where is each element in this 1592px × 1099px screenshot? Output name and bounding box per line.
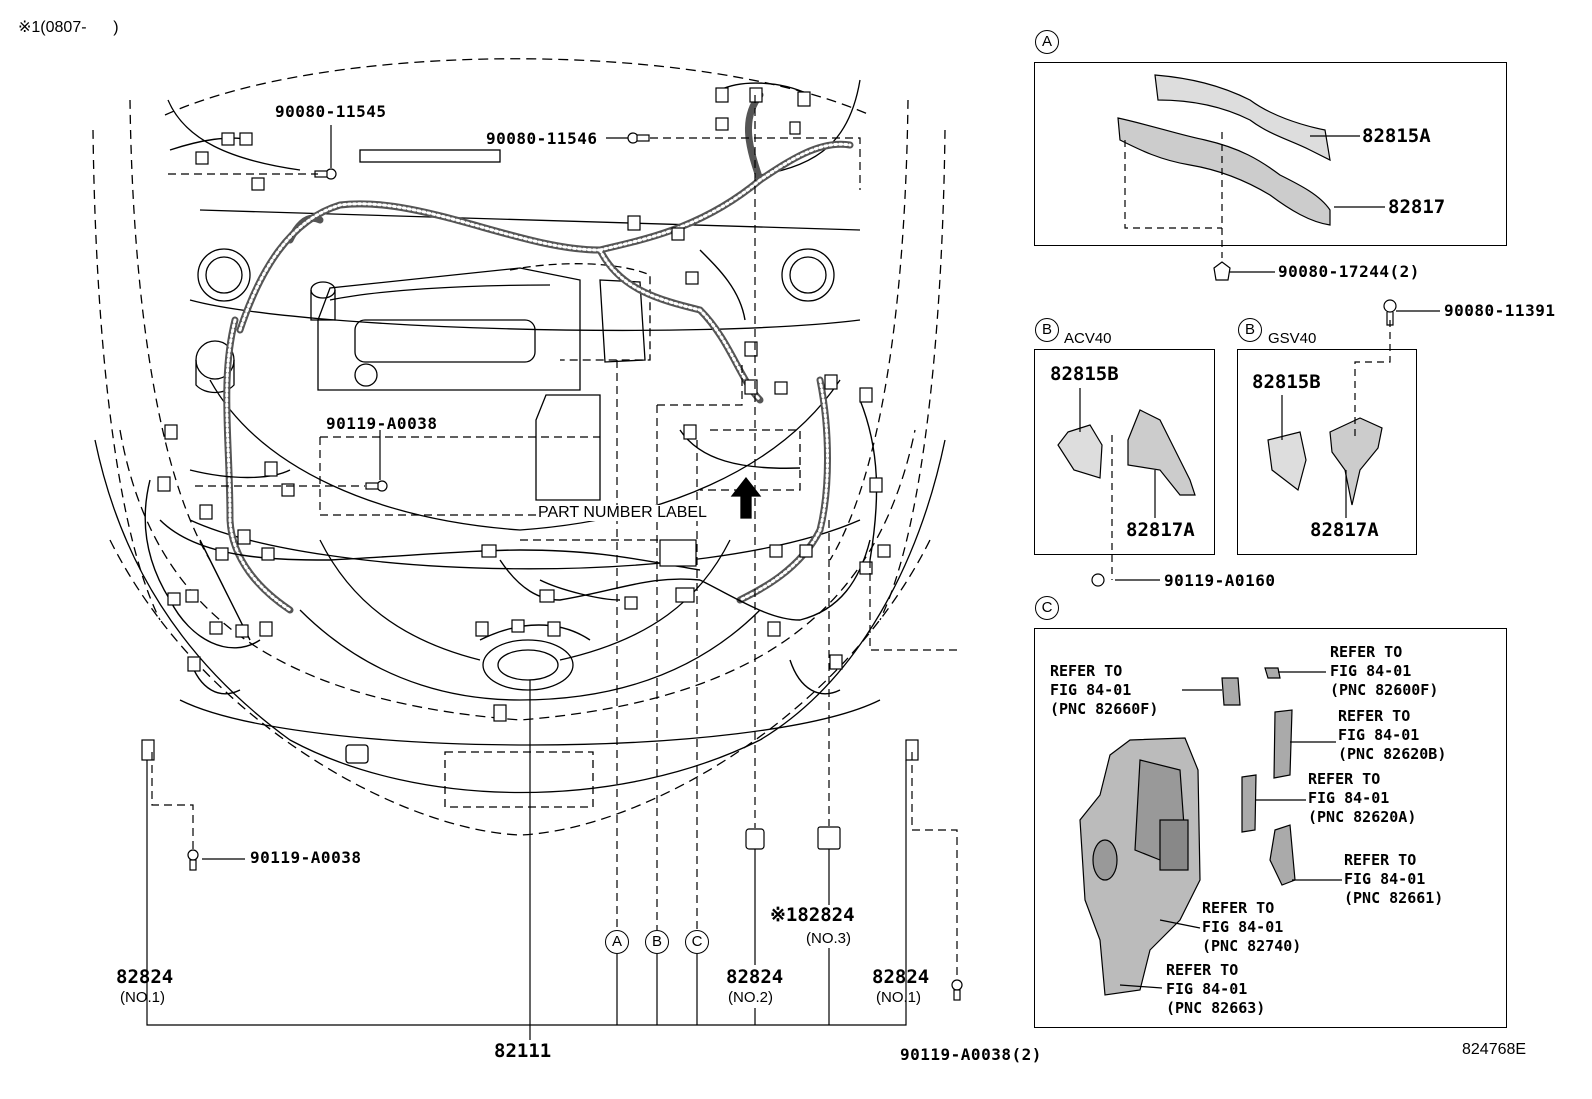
panel-b-acv40-tag: B: [1035, 318, 1059, 342]
part-sublabel-right-no1: (NO.1): [876, 989, 921, 1006]
panel-c-tag: C: [1035, 596, 1059, 620]
panel-b-gsv40-frame: [1237, 349, 1417, 555]
refer-to-82661: REFER TO FIG 84-01 (PNC 82661): [1344, 851, 1444, 907]
part-label-82111: 82111: [494, 1040, 552, 1062]
part-label-82824-mid: 82824: [726, 966, 784, 988]
part-label-90119-a0038-left: 90119-A0038: [250, 848, 362, 867]
panel-c-relay-block-drawing: [1079, 667, 1342, 996]
panel-b-gsv40-drawing: [1267, 299, 1440, 518]
part-label-82824-left: 82824: [116, 966, 174, 988]
refer-to-82663: REFER TO FIG 84-01 (PNC 82663): [1166, 961, 1266, 1017]
part-label-90080-11391: 90080-11391: [1444, 301, 1556, 320]
panel-c-frame: [1034, 628, 1507, 1028]
part-label-90119-a0038-2: 90119-A0038(2): [900, 1045, 1042, 1064]
refer-to-82600f: REFER TO FIG 84-01 (PNC 82600F): [1330, 643, 1439, 699]
panel-b-acv40-drawing: [1057, 388, 1196, 587]
part-label-82817: 82817: [1388, 196, 1446, 218]
part-label-90080-11545: 90080-11545: [275, 102, 387, 121]
part-label-90119-a0160: 90119-A0160: [1164, 571, 1276, 590]
refer-to-82620a: REFER TO FIG 84-01 (PNC 82620A): [1308, 770, 1417, 826]
leader-lines-dashed: [151, 95, 958, 980]
part-label-90080-11546: 90080-11546: [486, 129, 598, 148]
refer-to-82740: REFER TO FIG 84-01 (PNC 82740): [1202, 899, 1302, 955]
part-label-82824-right: 82824: [872, 966, 930, 988]
part-label-90119-a0038-mid: 90119-A0038: [326, 414, 438, 433]
part-label-90080-17244: 90080-17244(2): [1278, 262, 1420, 281]
part-sublabel-no3: (NO.3): [806, 930, 851, 947]
panel-a-tag: A: [1035, 30, 1059, 54]
panel-b-acv40-frame: [1034, 349, 1215, 555]
part-label-82817a-gsv40: 82817A: [1310, 519, 1379, 541]
part-label-82817a-acv40: 82817A: [1126, 519, 1195, 541]
part-label-82824-no3: ※182824: [770, 904, 855, 926]
panel-b-gsv40-tag: B: [1238, 318, 1262, 342]
panel-b-acv40-variant: ACV40: [1064, 330, 1112, 347]
vehicle-body-outline: [92, 58, 946, 836]
callout-c: C: [685, 930, 709, 954]
part-label-82815b-gsv40: 82815B: [1252, 371, 1321, 393]
part-label-82815b-acv40: 82815B: [1050, 363, 1119, 385]
header-note: ※1(0807- ): [18, 19, 119, 36]
panel-b-gsv40-variant: GSV40: [1268, 330, 1317, 347]
connectors: [157, 87, 891, 722]
leader-lines-solid: [146, 125, 907, 1040]
panel-a-duct-drawing: [1117, 74, 1385, 281]
callout-b: B: [645, 930, 669, 954]
fasteners: [141, 132, 963, 1001]
part-label-arrow: [730, 476, 762, 519]
thin-wires: [144, 82, 878, 695]
refer-to-82660f: REFER TO FIG 84-01 (PNC 82660F): [1050, 662, 1159, 718]
part-sublabel-left-no1: (NO.1): [120, 989, 165, 1006]
panel-a-frame: [1034, 62, 1507, 246]
refer-to-82620b: REFER TO FIG 84-01 (PNC 82620B): [1338, 707, 1447, 763]
part-sublabel-mid-no2: (NO.2): [728, 989, 773, 1006]
part-label-82815a: 82815A: [1362, 125, 1431, 147]
part-number-label-text: PART NUMBER LABEL: [536, 504, 709, 521]
callout-a: A: [605, 930, 629, 954]
wire-harness-inner: [225, 142, 852, 612]
diagram-id: 824768E: [1462, 1041, 1527, 1058]
